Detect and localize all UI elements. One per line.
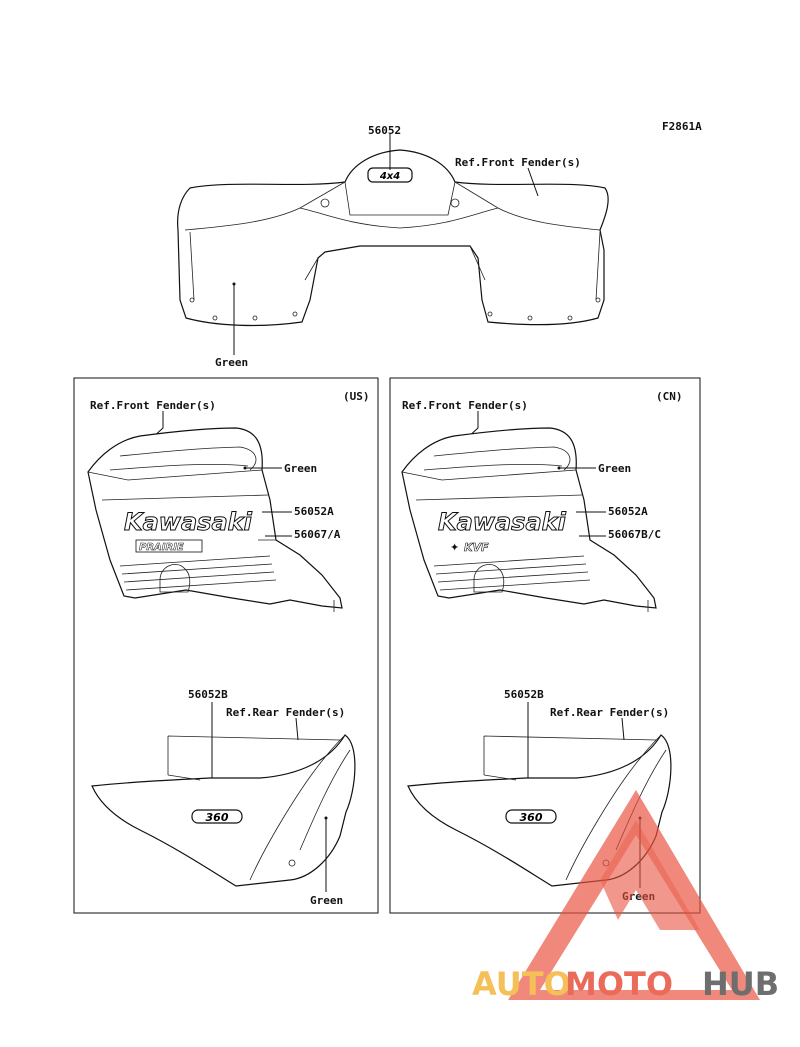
us-part-a: 56052A (294, 505, 334, 518)
us-rear-badge (191, 809, 243, 824)
figure-code: F2861A (662, 120, 702, 133)
panel-us (73, 377, 379, 914)
cn-rear-badge-text: 360 (520, 811, 543, 824)
cn-kawasaki-decal: Kawasaki (438, 508, 567, 536)
us-ref-rear: Ref.Rear Fender(s) (226, 706, 345, 719)
us-kawasaki-decal: Kawasaki (124, 508, 253, 536)
badge-text: 4x4 (379, 171, 400, 182)
us-model-decal-box (135, 539, 203, 553)
automotohub-watermark: AUTO MOTO HUB (472, 790, 779, 1003)
cn-ref-rear: Ref.Rear Fender(s) (550, 706, 669, 719)
cn-part-b: 56067B/C (608, 528, 661, 541)
panel-cn (389, 377, 701, 914)
cn-rear-badge (505, 809, 557, 824)
us-rear-part: 56052B (188, 688, 228, 701)
panel-us-region: (US) (343, 390, 370, 403)
us-model-decal: PRAIRIE (139, 542, 184, 553)
top-part-number: 56052 (368, 124, 401, 137)
us-rear-fender: 360 (91, 734, 356, 887)
maple-leaf-icon: ✦ (450, 541, 459, 554)
cn-rear-part: 56052B (504, 688, 544, 701)
us-rear-badge-text: 360 (206, 811, 229, 824)
us-color-rear: Green (310, 894, 343, 907)
cn-model-decal: KVF (464, 541, 489, 554)
cn-front-fender-side: Kawasaki ✦ KVF (401, 427, 657, 612)
us-color-front: Green (284, 462, 317, 475)
top-color-label: Green (215, 356, 248, 369)
us-front-fender-side: Kawasaki PRAIRIE (87, 427, 343, 612)
watermark-hub: HUB (702, 965, 779, 1003)
panel-cn-ref-front: Ref.Front Fender(s) (402, 399, 528, 412)
watermark-auto: AUTO (472, 965, 571, 1003)
front-fender-assembly: 4x4 (177, 149, 609, 327)
panel-cn-region: (CN) (656, 390, 683, 403)
cn-part-a: 56052A (608, 505, 648, 518)
us-part-b: 56067/A (294, 528, 341, 541)
cn-color-front: Green (598, 462, 631, 475)
top-ref-label: Ref.Front Fender(s) (455, 156, 581, 169)
front-fender-outline (177, 149, 609, 327)
watermark-moto: MOTO (565, 965, 673, 1003)
panel-us-ref-front: Ref.Front Fender(s) (90, 399, 216, 412)
